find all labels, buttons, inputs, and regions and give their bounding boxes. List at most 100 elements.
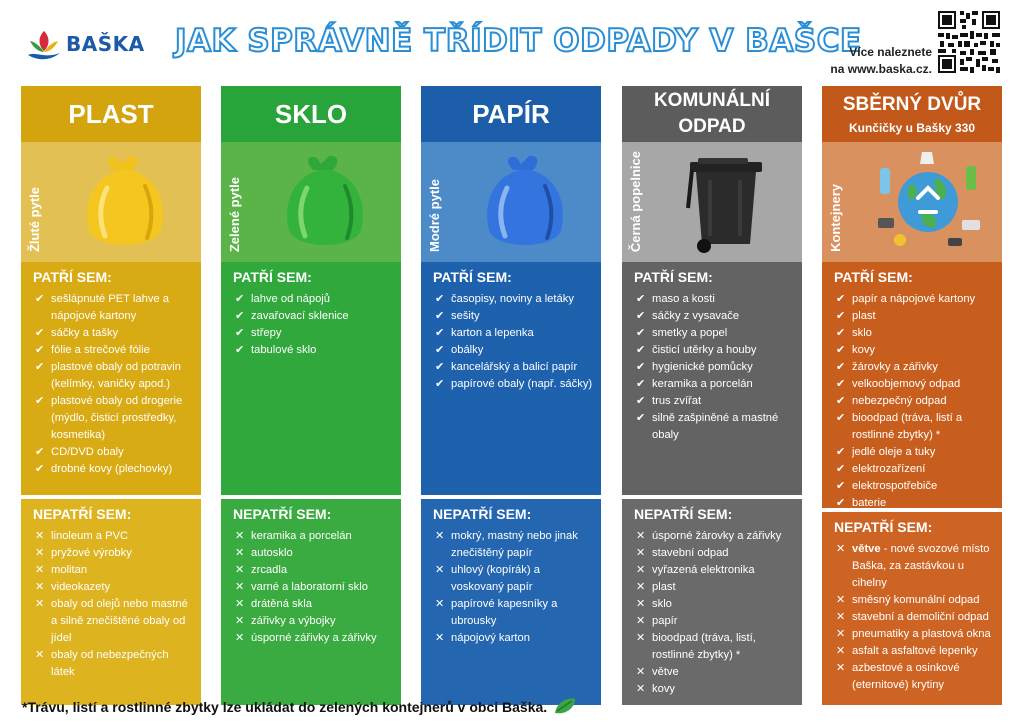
container-label: Modré pytle	[427, 179, 442, 252]
cross-icon: ✕	[636, 666, 646, 678]
list-item-text: směsný komunální odpad	[852, 594, 980, 606]
not-belongs-list: ✕keramika a porcelán✕autosklo✕zrcadla✕va…	[233, 528, 393, 647]
cross-icon: ✕	[636, 632, 646, 644]
blue-bag-icon	[487, 155, 563, 245]
belongs-section: PATŘÍ SEM: ✔papír a nápojové kartony✔pla…	[822, 262, 1002, 509]
list-item: ✕ směsný komunální odpad	[834, 592, 994, 609]
list-item: ✔smetky a popel	[634, 325, 794, 342]
check-icon: ✔	[35, 327, 45, 339]
list-item-text: papír a nápojové kartony	[852, 293, 976, 305]
cross-icon: ✕	[235, 615, 245, 627]
list-item-text: sešity	[451, 310, 480, 322]
container-band: Zelené pytle	[221, 142, 401, 262]
belongs-heading: PATŘÍ SEM:	[33, 269, 112, 285]
list-item: ✕autosklo	[233, 545, 393, 562]
not-belongs-list: ✕linoleum a PVC✕pryžové výrobky✕molitan✕…	[33, 528, 193, 681]
list-item: ✔bioodpad (tráva, listí a rostlinné zbyt…	[834, 410, 994, 444]
qr-code-icon[interactable]	[936, 9, 1002, 75]
check-icon: ✔	[235, 327, 245, 339]
cross-icon: ✕	[836, 628, 846, 640]
check-icon: ✔	[836, 310, 846, 322]
list-item: ✕zářivky a výbojky	[233, 613, 393, 630]
list-item: ✔elektrospotřebiče	[834, 478, 994, 495]
list-item-text: větve	[652, 666, 679, 678]
belongs-list: ✔lahve od nápojů✔zavařovací sklenice✔stř…	[233, 291, 393, 359]
column-title: PAPÍR	[472, 99, 550, 129]
list-item-text: střepy	[251, 327, 282, 339]
list-item: ✕videokazety	[33, 579, 193, 596]
more-info: Více naleznete na www.baska.cz.	[830, 44, 932, 78]
list-item-text: elektrospotřebiče	[852, 480, 938, 492]
cross-icon: ✕	[35, 547, 45, 559]
check-icon: ✔	[836, 361, 846, 373]
container-label: Kontejnery	[828, 184, 843, 252]
container-label: Černá popelnice	[628, 150, 643, 252]
list-item-text: sešlápnuté PET lahve a nápojové kartony	[51, 293, 169, 322]
list-item: ✕kovy	[634, 681, 794, 698]
list-item: ✕obaly od nebezpečných látek	[33, 647, 193, 681]
list-item: ✔hygienické pomůcky	[634, 359, 794, 376]
list-item-text: autosklo	[251, 547, 293, 559]
cross-icon: ✕	[435, 530, 445, 542]
list-item: ✔jedlé oleje a tuky	[834, 444, 994, 461]
cross-icon: ✕	[636, 615, 646, 627]
list-item-text: silně zašpiněné a mastné obaly	[652, 412, 779, 441]
list-item: ✔karton a lepenka	[433, 325, 593, 342]
check-icon: ✔	[435, 378, 445, 390]
cross-icon: ✕	[235, 581, 245, 593]
list-item: ✔časopisy, noviny a letáky	[433, 291, 593, 308]
more-info-line1: Více naleznete	[849, 45, 932, 59]
check-icon: ✔	[836, 293, 846, 305]
not-belongs-list: ✕směsný komunální odpad✕stavební a demol…	[834, 592, 994, 694]
list-item: ✕úsporné žárovky a zářivky	[634, 528, 794, 545]
list-item: ✔čisticí utěrky a houby	[634, 342, 794, 359]
cross-icon: ✕	[435, 564, 445, 576]
not-belongs-section: NEPATŘÍ SEM: ✕větve - nové svozové místo…	[822, 512, 1002, 705]
brand-logo: BAŠKA	[24, 24, 154, 64]
list-item: ✔trus zvířat	[634, 393, 794, 410]
list-item-text: papír	[652, 615, 678, 627]
list-item: ✔sešlápnuté PET lahve a nápojové kartony	[33, 291, 193, 325]
check-icon: ✔	[235, 310, 245, 322]
cross-icon: ✕	[235, 530, 245, 542]
cross-icon: ✕	[836, 594, 846, 606]
check-icon: ✔	[636, 361, 646, 373]
list-item: ✕ uhlový (kopírák) a voskovaný papír	[433, 562, 593, 596]
check-icon: ✔	[636, 395, 646, 407]
list-item-text: azbestové a osinkové (eternitové) krytin…	[852, 662, 960, 691]
cross-icon: ✕	[35, 564, 45, 576]
list-item-text: jedlé oleje a tuky	[852, 446, 936, 458]
list-item-text: bioodpad (tráva, listí a rostlinné zbytk…	[852, 412, 963, 441]
list-item: ✔drobné kovy (plechovky)	[33, 461, 193, 478]
list-item: ✕mokrý, mastný nebo jinak znečištěný pap…	[433, 528, 593, 562]
check-icon: ✔	[435, 361, 445, 373]
list-item: ✕pneumatiky a plastová okna	[834, 626, 994, 643]
not-belongs-heading: NEPATŘÍ SEM:	[834, 519, 933, 535]
list-item: ✔plastové obaly od potravin (kelímky, va…	[33, 359, 193, 393]
belongs-section: PATŘÍ SEM: ✔lahve od nápojů✔zavařovací s…	[221, 262, 401, 495]
list-item-text: plastové obaly od potravin (kelímky, van…	[51, 361, 181, 390]
column-title: KOMUNÁLNÍ ODPAD	[653, 90, 771, 137]
list-item: ✔sešity	[433, 308, 593, 325]
page-title: JAK SPRÁVNĚ TŘÍDIT ODPADY V BAŠCE	[174, 22, 862, 60]
not-belongs-section: NEPATŘÍ SEM: ✕úsporné žárovky a zářivky✕…	[622, 499, 802, 705]
list-item: ✕pryžové výrobky	[33, 545, 193, 562]
column-sklo: SKLO Zelené pytle PATŘÍ SEM: ✔lahve od n…	[221, 86, 401, 705]
list-item: ✔plastové obaly od drogerie (mýdlo, čist…	[33, 393, 193, 444]
list-item: ✔elektrozařízení	[834, 461, 994, 478]
check-icon: ✔	[35, 463, 45, 475]
belongs-heading: PATŘÍ SEM:	[233, 269, 312, 285]
list-item-text: obálky	[451, 344, 484, 356]
check-icon: ✔	[35, 395, 45, 407]
list-item-text: sklo	[852, 327, 872, 339]
green-bag-icon	[287, 155, 363, 245]
not-belongs-list: ✕větve - nové svozové místo Baška, za za…	[834, 541, 994, 592]
belongs-section: PATŘÍ SEM: ✔časopisy, noviny a letáky✔se…	[421, 262, 601, 495]
cross-icon: ✕	[235, 564, 245, 576]
list-item-text: uhlový (kopírák) a voskovaný papír	[451, 564, 540, 593]
cross-icon: ✕	[636, 581, 646, 593]
list-item: ✔tabulové sklo	[233, 342, 393, 359]
list-item: ✕zrcadla	[233, 562, 393, 579]
check-icon: ✔	[435, 327, 445, 339]
cross-icon: ✕	[636, 598, 646, 610]
